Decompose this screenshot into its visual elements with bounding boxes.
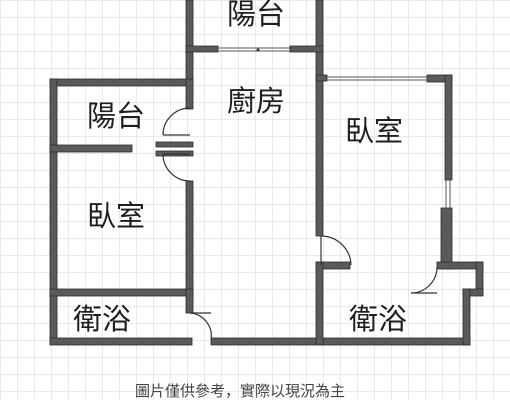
- label-balcony-left: 陽台: [87, 99, 145, 133]
- label-kitchen: 廚房: [227, 84, 285, 118]
- label-balcony-top: 陽台: [227, 0, 285, 31]
- label-bathroom-left: 衛浴: [73, 302, 131, 336]
- label-bedroom-right: 臥室: [345, 114, 403, 148]
- disclaimer-caption: 圖片僅供參考，實際以現況為主: [135, 382, 345, 400]
- doors: [162, 107, 438, 341]
- label-bathroom-right: 衛浴: [349, 302, 407, 336]
- walls: [49, 0, 484, 346]
- label-bedroom-left: 臥室: [87, 199, 145, 233]
- windows: [218, 47, 451, 208]
